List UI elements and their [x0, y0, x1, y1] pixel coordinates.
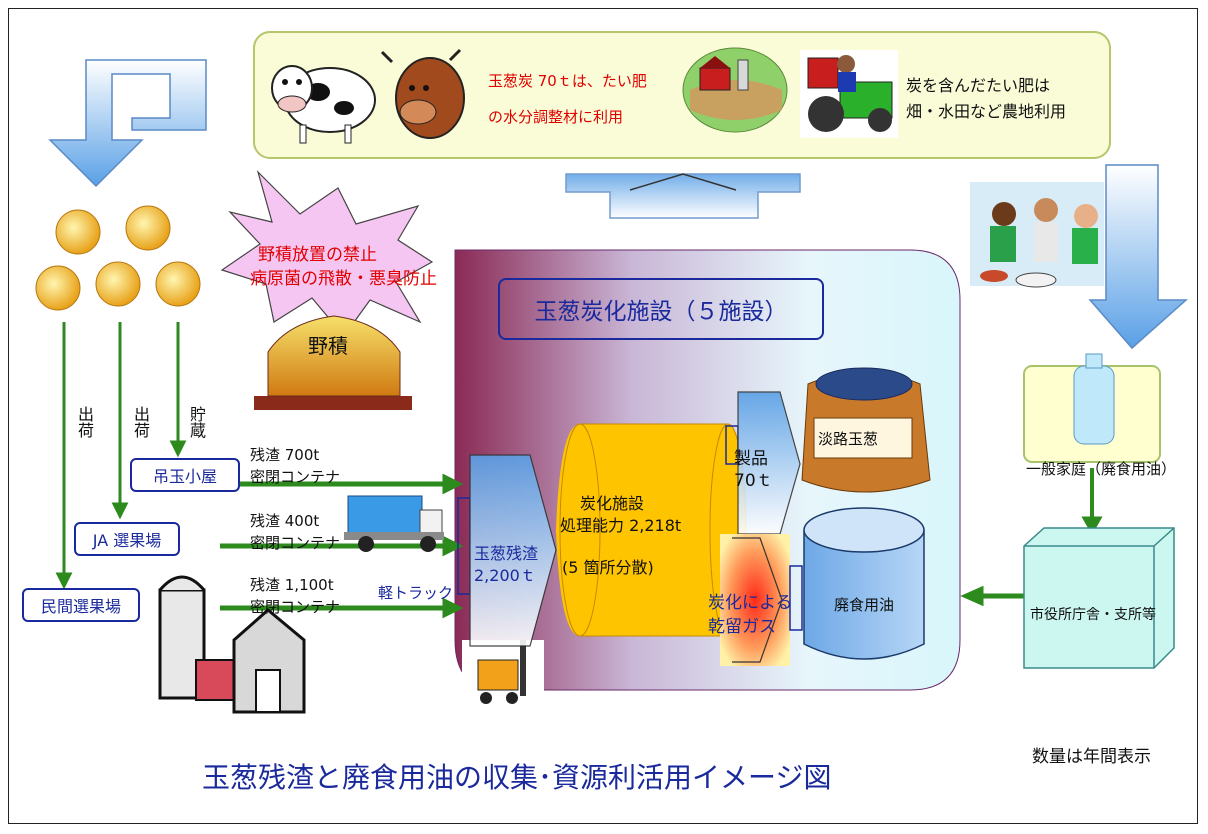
burst-line1: 野積放置の禁止 [258, 245, 377, 265]
shipping-label-1: 出荷 [75, 406, 94, 438]
shipping-label-2: 出荷 [131, 406, 150, 438]
farmer-tractor-icon [800, 50, 898, 138]
source-tsuridama-label: 吊玉小屋 [152, 467, 217, 486]
route-1-container: 密閉コンテナ [250, 468, 341, 486]
family-cooking-icon [970, 182, 1104, 288]
storage-label: 貯蔵 [187, 406, 206, 438]
pile-label: 野積 [308, 334, 348, 358]
oil-bottle-icon [1073, 353, 1115, 445]
onion-icons [35, 205, 201, 311]
source-minkan-label: 民間選果場 [40, 597, 121, 616]
top-box-line1: 玉葱炭 70ｔは、たい肥 [488, 72, 647, 90]
residue-line1: 玉葱残渣 [474, 544, 539, 563]
gas-box [720, 534, 790, 666]
up-arrow-head [629, 173, 737, 191]
green-flow-arrows [55, 322, 1103, 619]
route-3-amount: 残渣 1,100t [250, 576, 334, 594]
source-ja: JA 選果場 [74, 522, 180, 556]
right-input-arrow [1088, 164, 1188, 350]
sack-label: 淡路玉葱 [818, 430, 879, 448]
oil-tank [803, 507, 925, 660]
gas-line1: 炭化による [708, 593, 793, 613]
route-2-container: 密閉コンテナ [250, 534, 341, 552]
household-label: 一般家庭（廃食用油） [1026, 460, 1177, 478]
source-tsuridama: 吊玉小屋 [130, 458, 240, 492]
main-title: 玉葱残渣と廃食用油の収集･資源利活用イメージ図 [202, 761, 832, 794]
warning-burst [220, 169, 434, 337]
city-office-label: 市役所庁舎・支所等 [1030, 607, 1156, 623]
top-box-right-line1: 炭を含んだたい肥は [906, 76, 1051, 95]
route-2-amount: 残渣 400t [250, 512, 320, 530]
gas-line2: 乾留ガス [708, 617, 776, 637]
city-office-box-shape [1023, 527, 1175, 669]
route-3-container: 密閉コンテナ [250, 598, 341, 616]
pile-mound [267, 315, 401, 397]
residue-arrow-block [469, 454, 557, 647]
truck-label: 軽トラック [378, 584, 454, 602]
kiln-line3: (5 箇所分散) [562, 558, 654, 577]
facility-title: 玉葱炭化施設（５施設） [498, 278, 824, 340]
product-line2: 70ｔ [734, 471, 773, 491]
kiln-line1: 炭化施設 [580, 494, 645, 513]
burst-line2: 病原菌の飛散・悪臭防止 [250, 269, 437, 289]
brown-cow-icon [380, 48, 465, 139]
pile-base [254, 396, 412, 410]
onion-sack [801, 367, 931, 493]
truck-icon [344, 495, 444, 552]
diagram-frame [8, 8, 1198, 824]
left-input-arrow [48, 59, 207, 188]
product-arrow-block [737, 391, 801, 535]
route-1-amount: 残渣 700t [250, 446, 320, 464]
farm-landscape-icon [682, 47, 788, 133]
forklift-icon [462, 640, 544, 704]
cow-icon [271, 65, 376, 144]
oil-tank-label: 廃食用油 [834, 596, 895, 614]
residue-line2: 2,200ｔ [474, 566, 536, 585]
source-minkan: 民間選果場 [22, 588, 140, 622]
annual-note: 数量は年間表示 [1032, 747, 1151, 767]
top-box-right-line2: 畑・水田など農地利用 [906, 102, 1067, 121]
top-box-line2: の水分調整材に利用 [488, 108, 624, 126]
silo-barn-icon [158, 575, 306, 714]
source-ja-label: JA 選果場 [92, 531, 162, 550]
kiln-line2: 処理能力 2,218t [560, 516, 682, 535]
up-arrow-body [565, 173, 801, 219]
product-line1: 製品 [734, 449, 768, 469]
facility-title-text: 玉葱炭化施設（５施設） [534, 299, 788, 325]
